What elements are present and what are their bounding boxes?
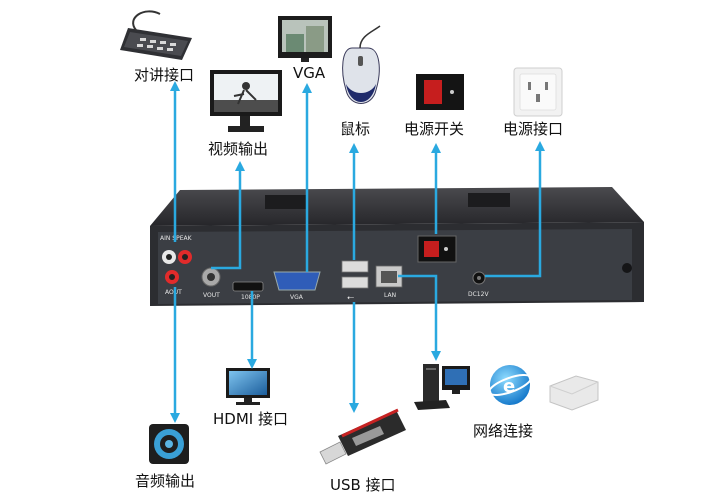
arrow-video-out: [211, 161, 245, 270]
vent-left: [265, 195, 307, 209]
label-vga: VGA: [293, 64, 326, 82]
label-video-out: 视频输出: [208, 140, 269, 158]
port-label-aout: AOUT: [165, 289, 182, 296]
mouse-icon: [342, 25, 381, 104]
port-label-1080p: 1080P: [241, 294, 260, 301]
label-mouse: 鼠标: [340, 120, 371, 138]
hdmi-monitor-icon: [226, 368, 270, 405]
arrow-power-port: [485, 141, 545, 278]
label-audio-out: 音频输出: [135, 472, 196, 490]
speaker-icon: [149, 424, 189, 464]
power-switch-icon: [416, 74, 464, 110]
label-network: 网络连接: [473, 422, 534, 440]
vga-port[interactable]: [273, 271, 321, 291]
port-label-vga: VGA: [290, 294, 304, 301]
hdmi-port[interactable]: [232, 281, 264, 292]
monitor-icon: [210, 70, 282, 132]
port-label-audio-speak: AIN SPEAK: [160, 235, 193, 242]
port-label-lan: LAN: [384, 292, 396, 299]
usb-drive-icon: [319, 408, 406, 465]
network-devices-icon: e: [414, 364, 599, 411]
usb-port-bottom[interactable]: [341, 276, 369, 289]
usb-symbol: ⭠: [347, 293, 354, 303]
label-usb: USB 接口: [330, 476, 396, 494]
label-hdmi: HDMI 接口: [213, 410, 288, 428]
nvr-device: AIN SPEAK AOUT VOUT 1080P VGA ⭠ LAN DC12…: [150, 187, 644, 306]
port-label-vout: VOUT: [203, 292, 220, 299]
usb-port-top[interactable]: [341, 260, 369, 273]
port-label-dc: DC12V: [468, 291, 489, 298]
label-intercom: 对讲接口: [134, 66, 195, 84]
arrow-network: [398, 274, 441, 361]
connection-arrows: [170, 81, 545, 423]
label-power-port: 电源接口: [503, 120, 564, 138]
label-power-switch: 电源开关: [404, 120, 465, 138]
vent-right: [468, 193, 510, 207]
vga-monitor-icon: [278, 16, 332, 62]
device-top: [150, 187, 644, 226]
panel-screw: [622, 263, 632, 273]
intercom-icon: [120, 10, 192, 60]
power-outlet-icon: [513, 67, 563, 117]
svg-text:e: e: [503, 376, 515, 397]
